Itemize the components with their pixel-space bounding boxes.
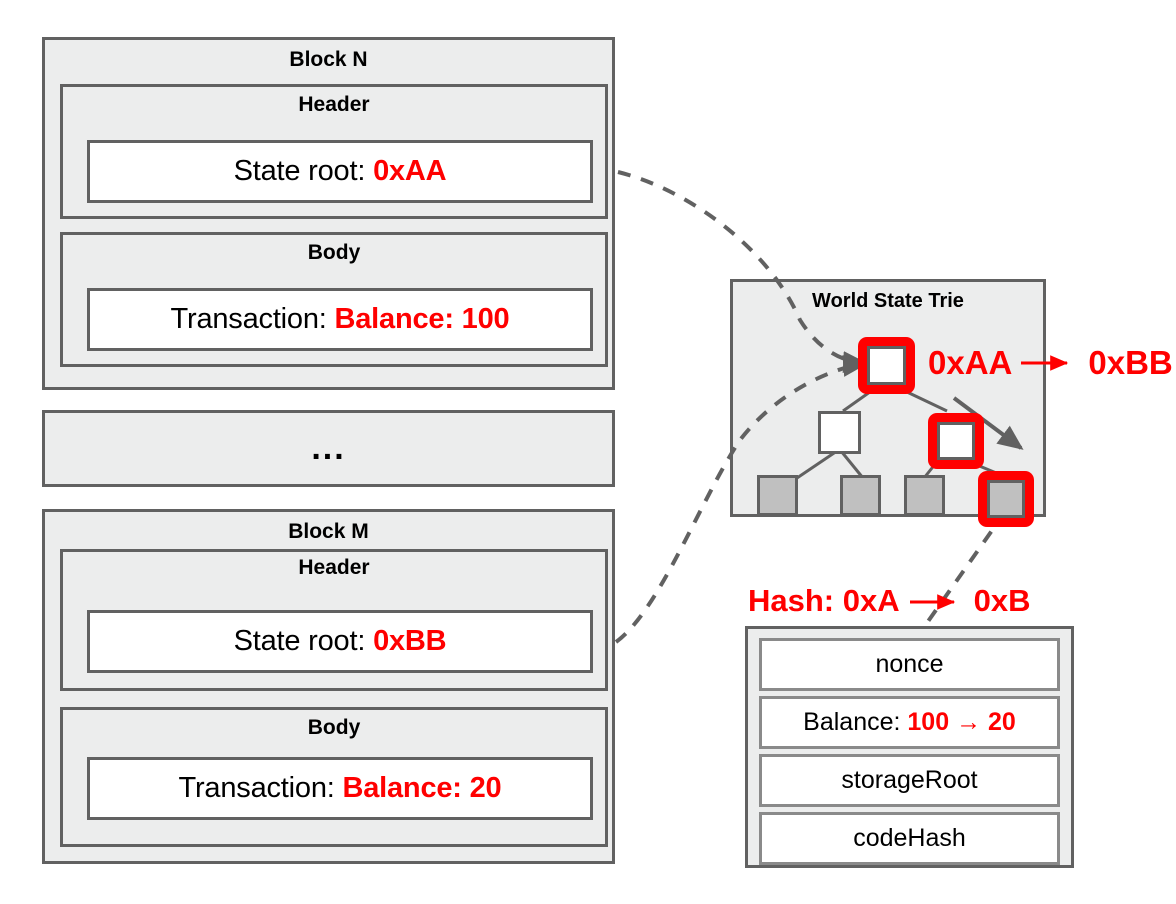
block-n-state-root-box: State root: 0xAA <box>87 140 593 203</box>
root-hash-to: 0xBB <box>1088 344 1173 381</box>
account-row-storage-root-label: storageRoot <box>841 766 978 794</box>
block-n-state-root-value: 0xAA <box>373 155 447 187</box>
block-n-title: Block N <box>289 48 368 71</box>
root-hash-from: 0xAA <box>928 344 1013 381</box>
trie-node-mid-right <box>937 422 975 460</box>
block-n-header-caption: Header <box>298 93 370 116</box>
block-m-body-caption: Body <box>307 716 361 739</box>
block-m-title: Block M <box>288 520 369 543</box>
trie-node-leaf-4 <box>987 480 1025 518</box>
trie-node-root <box>867 346 906 385</box>
block-m-header-caption: Header <box>298 556 370 579</box>
ellipsis-text: ... <box>311 429 346 467</box>
account-row-balance: Balance: 100 → 20 <box>759 696 1060 749</box>
account-row-nonce-label: nonce <box>875 650 944 678</box>
trie-node-leaf-2 <box>840 475 881 516</box>
block-n-transaction-row: Transaction: Balance: 100 <box>171 303 510 336</box>
account-row-storage-root: storageRoot <box>759 754 1060 807</box>
block-m-state-root-row: State root: 0xBB <box>234 625 447 658</box>
block-m-state-root-value: 0xBB <box>373 625 447 657</box>
account-state-box: nonce Balance: 100 → 20 storageRoot code… <box>745 626 1074 868</box>
block-n-body-caption: Body <box>307 241 361 264</box>
account-hash-old: Hash: 0xA <box>748 583 900 618</box>
block-m-transaction-label: Transaction: <box>178 772 343 804</box>
trie-node-leaf-1 <box>757 475 798 516</box>
block-m-transaction-box: Transaction: Balance: 20 <box>87 757 593 820</box>
trie-node-leaf-3 <box>904 475 945 516</box>
block-n-state-root-row: State root: 0xAA <box>234 155 447 188</box>
ellipsis-block: ... <box>42 410 615 487</box>
account-row-balance-text: Balance: 100 → 20 <box>803 708 1016 737</box>
account-row-code-hash-label: codeHash <box>853 824 966 852</box>
block-n-transaction-label: Transaction: <box>170 303 335 335</box>
account-hash-label: Hash: 0xA 0xB <box>748 583 1030 619</box>
account-hash-arrow-icon <box>909 594 955 610</box>
block-m-state-root-label: State root: <box>233 625 374 657</box>
account-row-balance-value: 100 → 20 <box>907 708 1016 736</box>
account-row-balance-label: Balance: <box>803 708 908 736</box>
block-n-transaction-value: Balance: 100 <box>334 303 510 335</box>
trie-node-root-highlight <box>858 337 915 394</box>
block-m-state-root-box: State root: 0xBB <box>87 610 593 673</box>
account-hash-new: 0xB <box>973 583 1031 618</box>
trie-node-leaf-4-highlight <box>978 471 1034 527</box>
block-m-transaction-value: Balance: 20 <box>342 772 502 804</box>
world-state-trie-title: World State Trie <box>812 290 964 312</box>
root-hash-transition: 0xAA 0xBB <box>928 344 1173 382</box>
block-n-transaction-box: Transaction: Balance: 100 <box>87 288 593 351</box>
block-m-transaction-row: Transaction: Balance: 20 <box>179 772 502 805</box>
block-n-state-root-label: State root: <box>233 155 374 187</box>
trie-node-mid-left <box>818 411 861 454</box>
account-row-nonce: nonce <box>759 638 1060 691</box>
account-row-code-hash: codeHash <box>759 812 1060 865</box>
root-hash-arrow-icon <box>1021 355 1069 371</box>
trie-node-mid-right-highlight <box>928 413 984 469</box>
